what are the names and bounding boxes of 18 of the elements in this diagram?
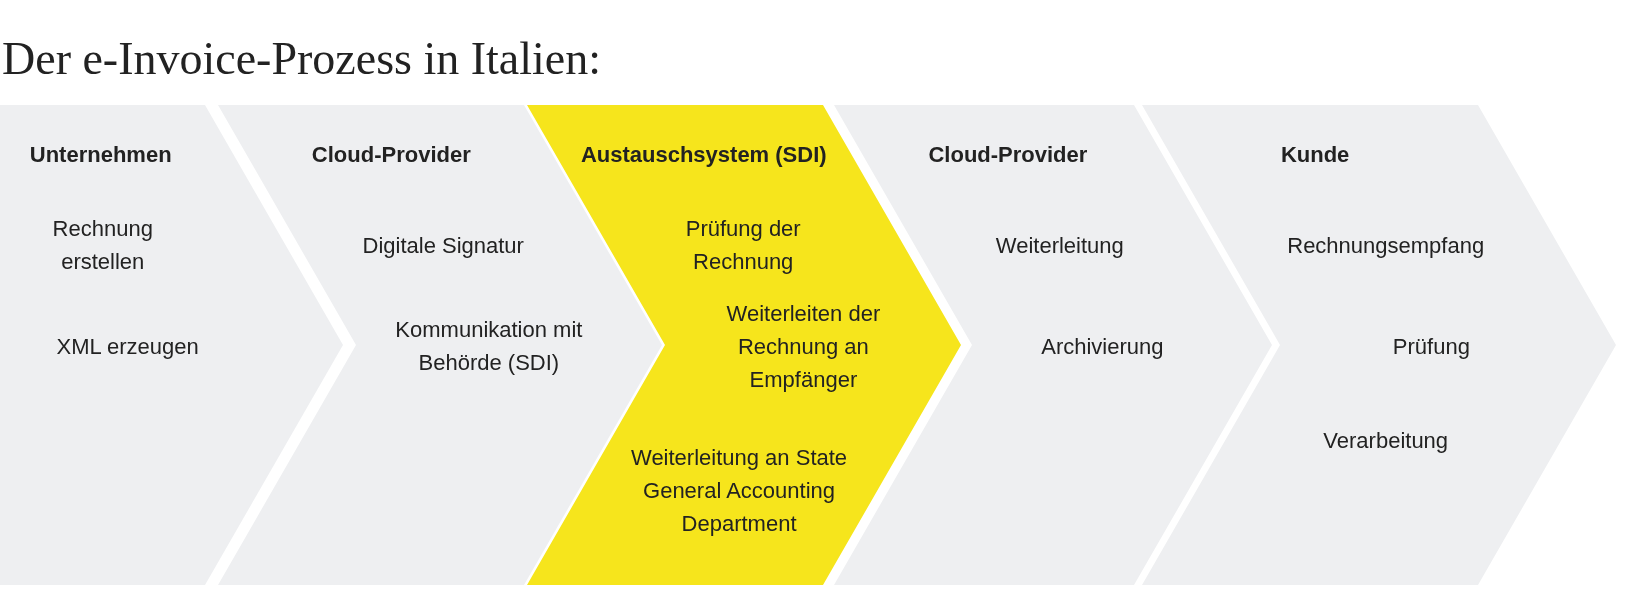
step-heading: Cloud-Provider — [311, 140, 471, 169]
step-text: Archivierung — [1040, 332, 1165, 361]
step-heading: Cloud-Provider — [928, 140, 1088, 169]
step-text: Weiterleiten der Rechnung an Empfänger — [725, 299, 882, 394]
step-text: Digitale Signatur — [361, 231, 525, 260]
step-text: Prüfung — [1391, 332, 1471, 361]
diagram-title: Der e-Invoice-Prozess in Italien: — [2, 34, 602, 85]
step-text: Prüfung der Rechnung — [684, 214, 802, 276]
step-text: Weiterleitung an State General Accounting Department — [630, 443, 849, 538]
step-heading: Unternehmen — [29, 140, 172, 169]
step-text: Kommunikation mit Behörde (SDI) — [394, 315, 584, 377]
step-text: Rechnungsempfang — [1286, 231, 1486, 260]
step-heading: Kunde — [1280, 140, 1350, 169]
step-text: Verarbeitung — [1322, 426, 1450, 455]
step-heading: Austauschsystem (SDI) — [580, 140, 827, 169]
step-text: Weiterleitung — [994, 231, 1125, 260]
step-text: XML erzeugen — [55, 332, 200, 361]
step-text: Rechnung erstellen — [51, 214, 154, 276]
